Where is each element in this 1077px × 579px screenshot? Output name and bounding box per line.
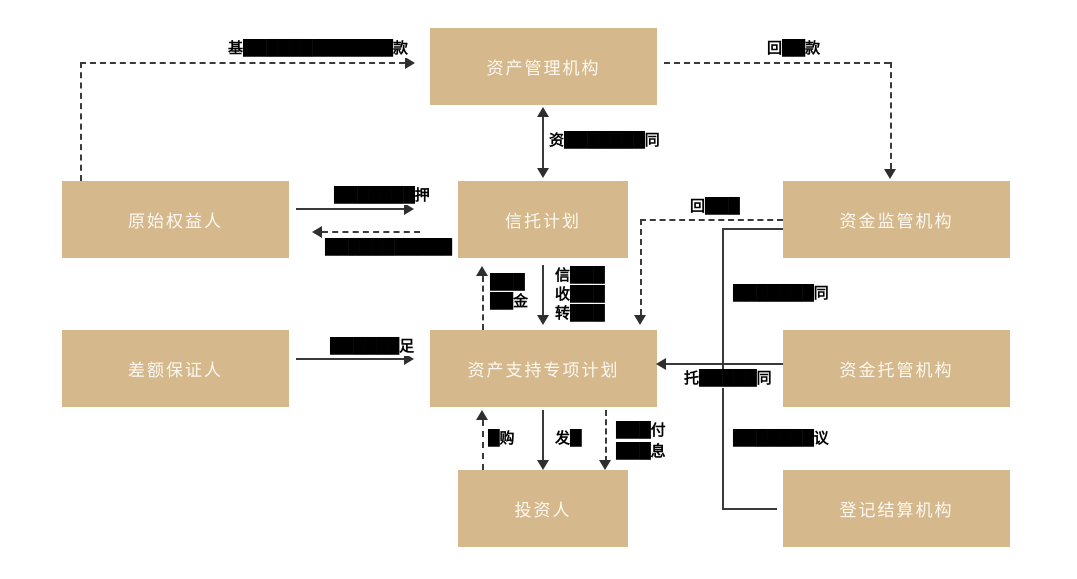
edge-supervisor-absplan-vline [640,219,642,315]
arrow-left-icon [656,358,666,370]
arrow-down-icon [537,315,549,325]
edge-absplan-investor-pay-line [605,410,607,462]
edge-originator-trust-line [296,208,406,210]
arrow-up-icon [537,107,549,117]
edge-absplan-investor-issue-line [542,410,544,462]
box-shortfall-guarantor: 差额保证人 [62,330,289,407]
edge-label-trust-income-transfer: 信███ 收███ 转███ [555,266,605,323]
box-trust-plan: 信托计划 [458,181,628,258]
edge-assetmanager-supervisor-hline [664,62,890,64]
arrow-right-icon [404,203,414,215]
edge-assetmanager-supervisor-vline [890,62,892,169]
edge-label-subscribe: █购 [488,429,515,448]
arrow-right-icon [405,57,415,69]
arrow-down-icon [884,169,896,179]
edge-investor-absplan-line [482,420,484,470]
arrow-up-icon [476,410,488,420]
edge-absplan-trust-line [482,276,484,330]
edge-originator-assetmanager-vline [80,62,82,181]
box-fund-custodian: 资金托管机构 [783,330,1010,407]
edge-label-recovery-to-supervisor: 回██款 [767,39,821,58]
arrow-down-icon [599,460,611,470]
edge-label-trust-loan: ███████████ [325,238,452,257]
box-investor: 投资人 [458,470,628,547]
edge-label-asset-mgmt-contract: 资███████同 [549,131,660,150]
edge-label-pay-to-investors: ███付 ███息 [616,420,666,462]
arrow-down-icon [634,315,646,325]
edge-assetmanager-trust-line [542,116,544,170]
edge-label-supervision-contract: ███████同 [733,284,829,303]
box-abs-plan: 资产支持专项计划 [430,330,657,407]
trunk-custodian-branch [666,363,783,365]
box-fund-supervisor: 资金监管机构 [783,181,1010,258]
edge-originator-assetmanager-hline [80,62,405,64]
box-asset-manager: 资产管理机构 [430,28,657,105]
edge-label-recovery-to-plan: 回███ [690,197,740,216]
edge-trust-absplan-line [542,265,544,317]
edge-label-custody-contract: 托█████同 [684,369,772,388]
edge-label-registration-agreement: ███████议 [733,429,829,448]
box-originator: 原始权益人 [62,181,289,258]
arrow-down-icon [537,460,549,470]
edge-label-shortfall-topup: ██████足 [330,337,415,356]
edge-guarantor-absplan-line [296,358,406,360]
edge-supervisor-absplan-hline [640,219,783,221]
edge-label-asset-pledge: ███████押 [334,186,430,205]
arrow-down-icon [537,168,549,178]
box-registrar: 登记结算机构 [783,470,1010,547]
edge-label-subscription-funds: ███ ██金 [490,273,529,311]
edge-label-issue: 发█ [555,429,582,448]
edge-label-recovery-from-assets: 基█████████████款 [228,39,408,58]
arrow-up-icon [476,266,488,276]
edge-trust-originator-line [322,231,420,233]
trunk-registrar-branch [722,508,777,510]
arrow-left-icon [312,226,322,238]
arrow-right-icon [404,353,414,365]
trunk-supervisor-branch [722,228,783,230]
